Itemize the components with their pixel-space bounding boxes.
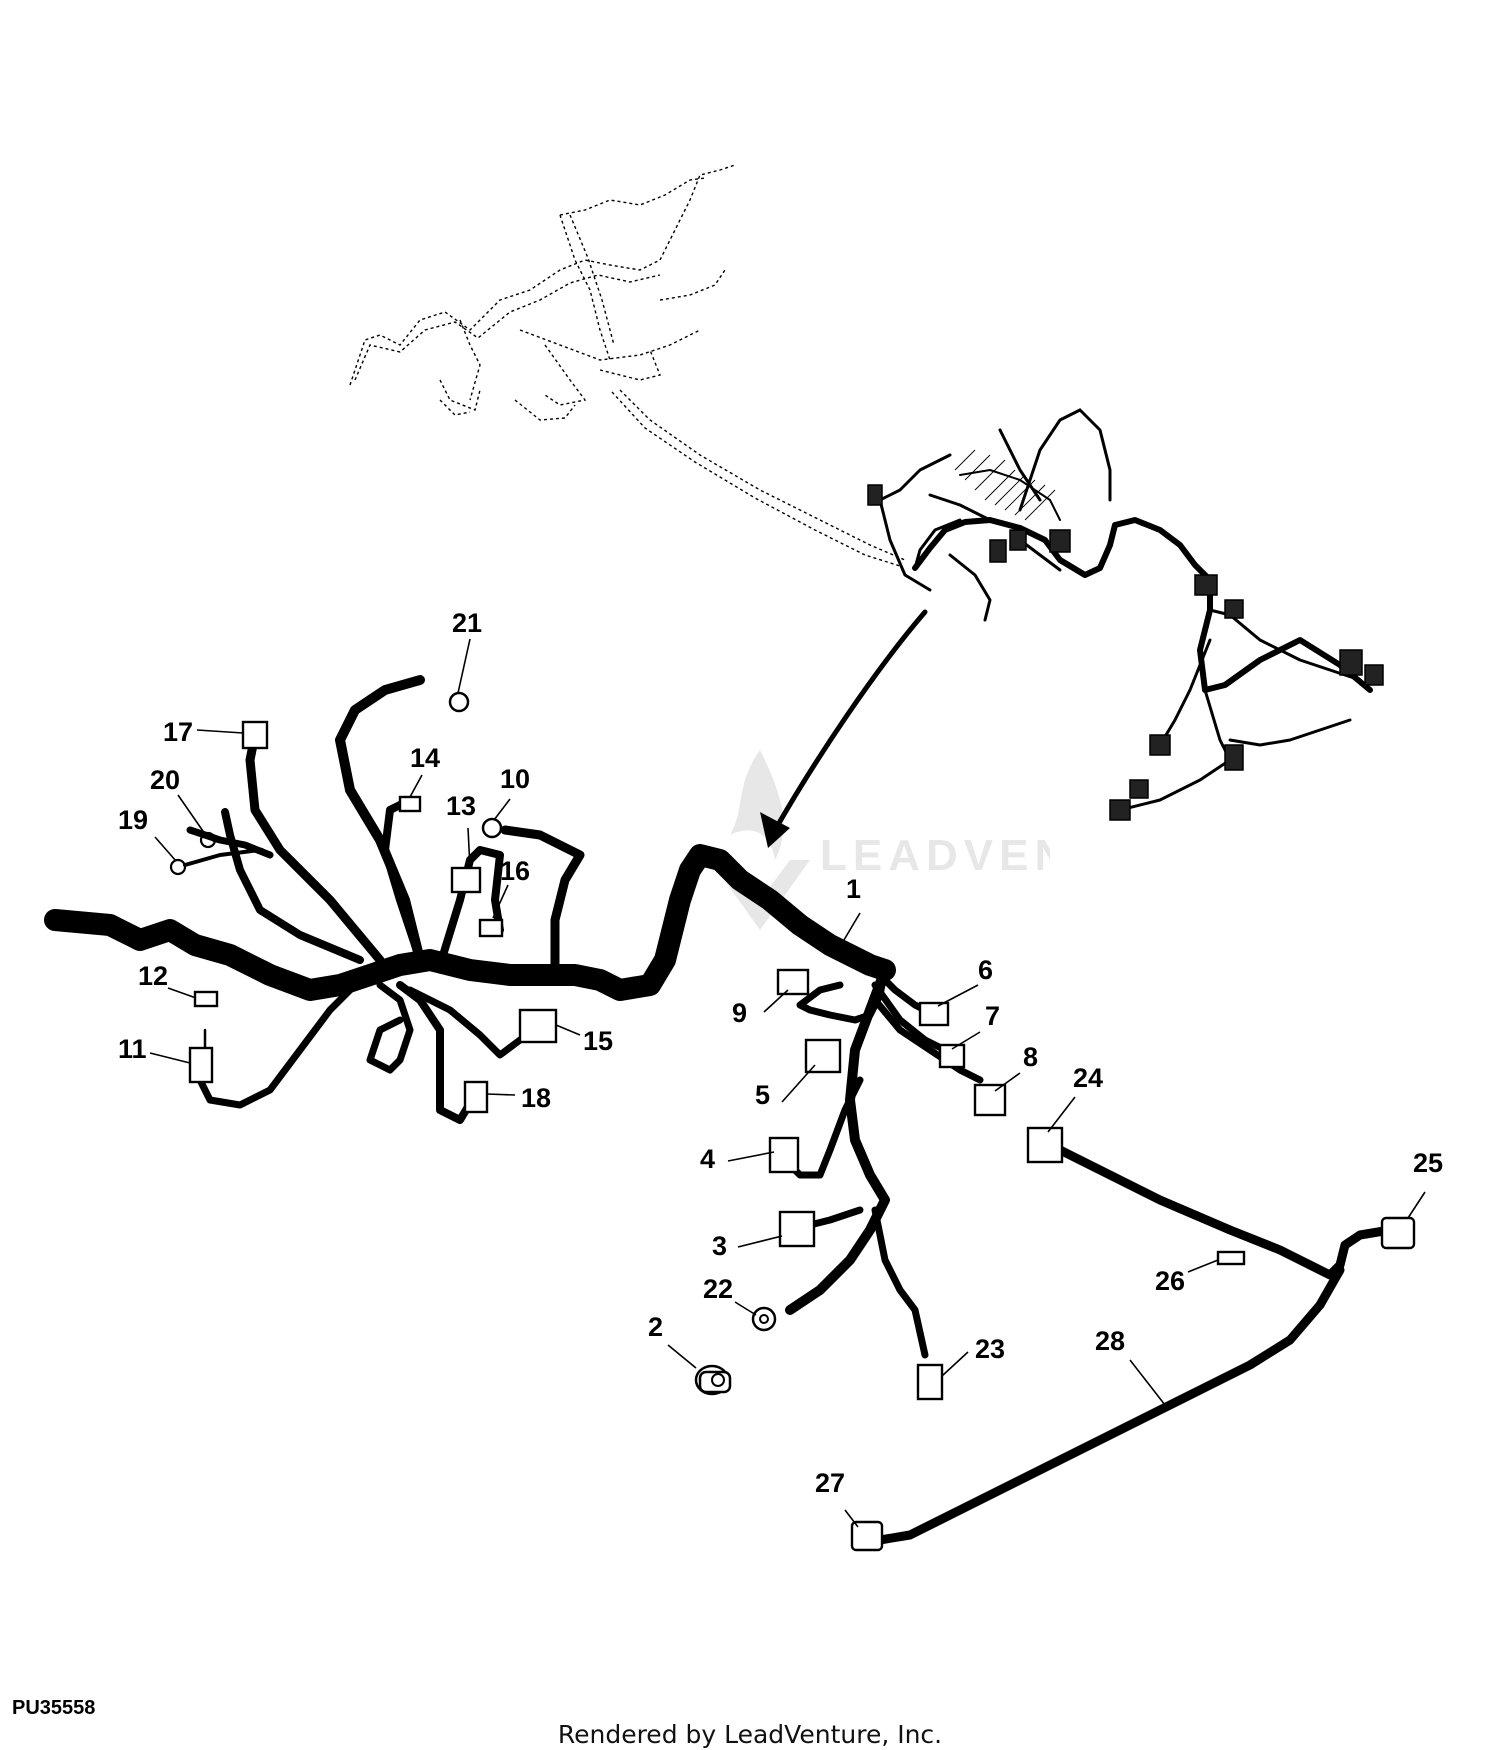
- flame-v-logo: [710, 750, 810, 930]
- connector-14: [398, 795, 422, 813]
- callout-22: 22: [703, 1274, 733, 1304]
- callout-19: 19: [118, 805, 148, 835]
- overview-harness-outline: [349, 164, 906, 567]
- callout-28: 28: [1095, 1326, 1125, 1356]
- leader-lines: [149, 638, 1426, 1528]
- callout-11: 11: [118, 1034, 147, 1064]
- connector-16: [478, 918, 504, 938]
- connector-24: [1026, 1126, 1064, 1164]
- callout-14: 14: [410, 743, 440, 773]
- connector-12: [193, 990, 219, 1008]
- connector-23: [916, 1363, 944, 1401]
- callout-5: 5: [755, 1080, 770, 1110]
- callout-16: 16: [500, 856, 530, 886]
- callout-3: 3: [712, 1231, 727, 1261]
- connector-11: [188, 1046, 214, 1084]
- callout-12: 12: [138, 961, 168, 991]
- connector-18: [463, 1080, 489, 1114]
- callout-1: 1: [846, 874, 861, 904]
- main-harness: [44, 675, 1007, 1401]
- connector-3: [778, 1210, 816, 1248]
- callout-2: 2: [648, 1312, 663, 1342]
- callout-25: 25: [1413, 1148, 1443, 1178]
- callout-9: 9: [732, 998, 747, 1028]
- callout-6: 6: [978, 955, 993, 985]
- callout-18: 18: [521, 1083, 551, 1113]
- callout-8: 8: [1023, 1042, 1038, 1072]
- callout-21: 21: [452, 608, 482, 638]
- connector-25: [1380, 1216, 1416, 1250]
- connector-4: [768, 1136, 800, 1174]
- callout-10: 10: [500, 764, 530, 794]
- connector-6: [918, 1001, 950, 1027]
- render-credit: Rendered by LeadVenture, Inc.: [557, 1720, 943, 1749]
- callout-27: 27: [815, 1468, 845, 1498]
- callout-17: 17: [163, 717, 193, 747]
- callout-24: 24: [1073, 1063, 1103, 1093]
- clip-26: [1216, 1250, 1246, 1266]
- callout-23: 23: [975, 1334, 1005, 1364]
- leadventure-watermark: LEADVENTURE: [710, 750, 1050, 930]
- connector-2: [694, 1364, 732, 1396]
- connector-15: [518, 1008, 558, 1044]
- callout-20: 20: [150, 765, 180, 795]
- figure-id: PU35558: [12, 1697, 96, 1719]
- connector-13: [450, 866, 482, 894]
- callout-labels: 1 2 3 4 5 6 7 8 9 10 11 12 13 14 15 16 1…: [118, 608, 1443, 1498]
- callout-7: 7: [985, 1001, 1000, 1031]
- callout-15: 15: [583, 1026, 613, 1056]
- connector-17: [241, 720, 269, 750]
- connector-27: [850, 1520, 884, 1552]
- connector-8: [973, 1083, 1007, 1117]
- callout-26: 26: [1155, 1266, 1185, 1296]
- extension-harness: [850, 1126, 1416, 1552]
- callout-13: 13: [446, 791, 476, 821]
- overview-highlighted-harness: [867, 408, 1384, 821]
- connector-7: [938, 1043, 966, 1069]
- connector-9: [776, 968, 810, 996]
- connector-5: [804, 1038, 842, 1074]
- watermark-text: LEADVENTURE: [820, 831, 1050, 880]
- detail-arrow: [760, 609, 928, 848]
- callout-4: 4: [700, 1144, 715, 1174]
